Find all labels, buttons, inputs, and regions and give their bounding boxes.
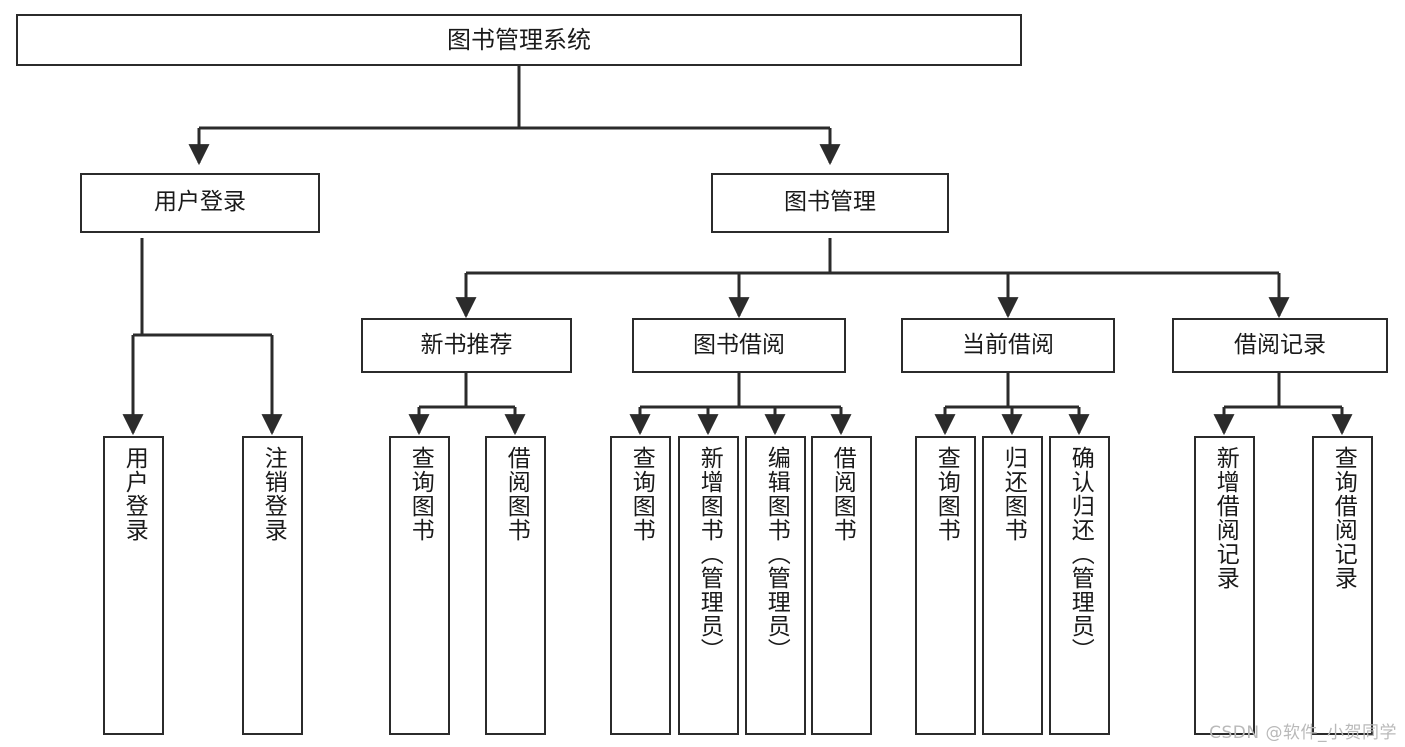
node-label: 查询借阅记录: [1330, 446, 1357, 590]
leaf-query-borrow-record[interactable]: 查询借阅记录: [1312, 436, 1373, 735]
leaf-add-book-admin[interactable]: 新增图书（管理员）: [678, 436, 739, 735]
leaf-logout-login[interactable]: 注销登录: [242, 436, 303, 735]
leaf-user-login[interactable]: 用户登录: [103, 436, 164, 735]
leaf-edit-book-admin[interactable]: 编辑图书（管理员）: [745, 436, 806, 735]
node-label: 确认归还（管理员）: [1067, 446, 1094, 662]
node-user-login[interactable]: 用户登录: [80, 173, 320, 233]
leaf-borrow-book[interactable]: 借阅图书: [811, 436, 872, 735]
node-root-system[interactable]: 图书管理系统: [16, 14, 1022, 66]
node-label: 注销登录: [260, 446, 287, 542]
leaf-confirm-return-admin[interactable]: 确认归还（管理员）: [1049, 436, 1110, 735]
node-label: 用户登录: [154, 189, 246, 216]
node-label: 用户登录: [121, 446, 148, 542]
leaf-query-book-borrow[interactable]: 查询图书: [610, 436, 671, 735]
leaf-query-book-current[interactable]: 查询图书: [915, 436, 976, 735]
node-label: 新增借阅记录: [1212, 446, 1239, 590]
watermark-text: CSDN @软件_小贺同学: [1209, 723, 1397, 743]
node-current-borrow[interactable]: 当前借阅: [901, 318, 1115, 373]
node-label: 查询图书: [933, 446, 960, 542]
node-borrow-record[interactable]: 借阅记录: [1172, 318, 1388, 373]
leaf-return-book[interactable]: 归还图书: [982, 436, 1043, 735]
node-label: 当前借阅: [962, 331, 1054, 358]
node-label: 新书推荐: [420, 331, 513, 358]
node-label: 借阅记录: [1234, 331, 1326, 358]
leaf-add-borrow-record[interactable]: 新增借阅记录: [1194, 436, 1255, 735]
node-label: 图书管理系统: [447, 25, 591, 54]
node-label: 图书借阅: [693, 331, 785, 358]
node-book-management[interactable]: 图书管理: [711, 173, 949, 233]
leaf-query-book-recommend[interactable]: 查询图书: [389, 436, 450, 735]
node-label: 编辑图书（管理员）: [763, 446, 790, 662]
node-book-borrow[interactable]: 图书借阅: [632, 318, 846, 373]
node-label: 归还图书: [1000, 446, 1027, 542]
node-label: 借阅图书: [829, 446, 856, 542]
node-label: 查询图书: [407, 446, 434, 542]
leaf-borrow-book-recommend[interactable]: 借阅图书: [485, 436, 546, 735]
node-label: 新增图书（管理员）: [696, 446, 723, 662]
node-new-book-recommend[interactable]: 新书推荐: [361, 318, 572, 373]
node-label: 查询图书: [628, 446, 655, 542]
node-label: 图书管理: [784, 189, 876, 216]
node-label: 借阅图书: [503, 446, 530, 542]
